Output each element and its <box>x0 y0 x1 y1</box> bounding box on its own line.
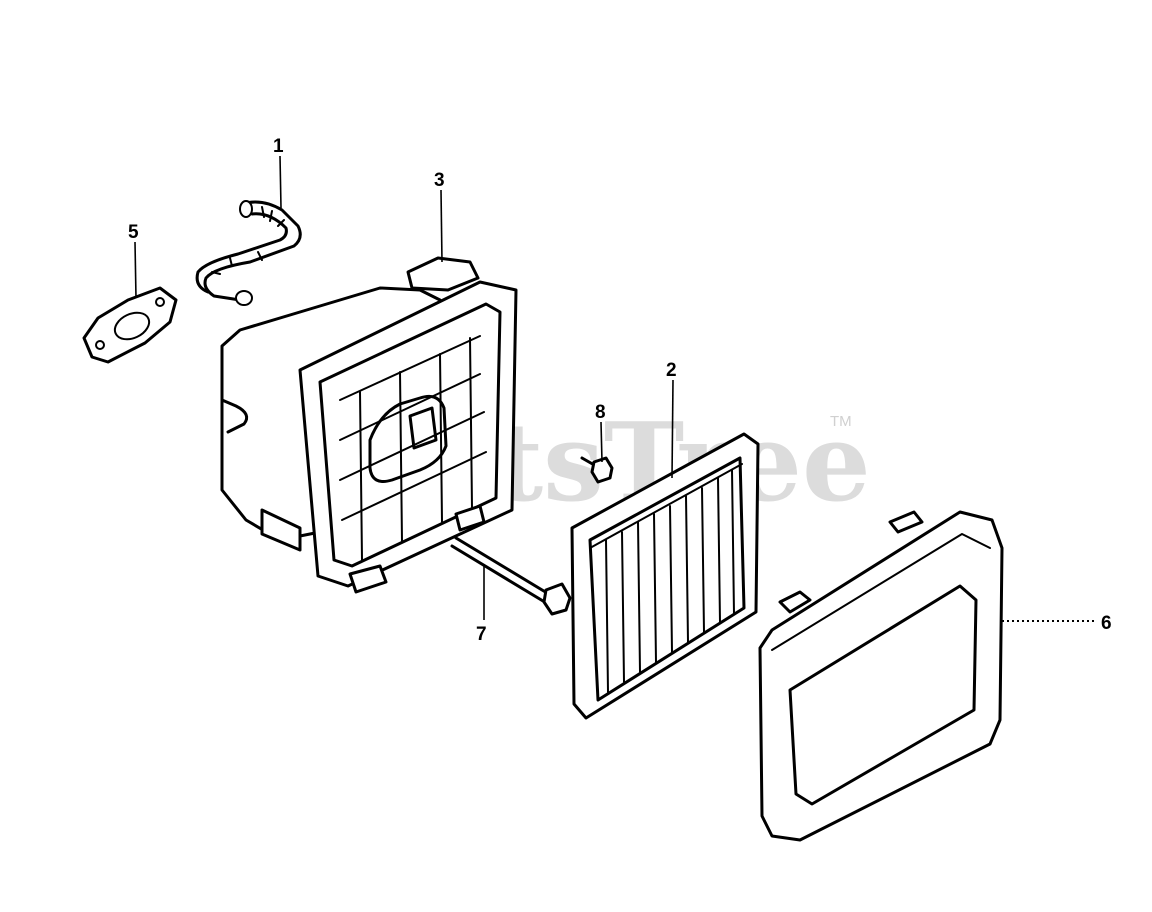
bolt-part-8 <box>580 456 614 484</box>
air-cleaner-case-part-3 <box>220 256 518 594</box>
long-bolt-part-7 <box>450 536 572 616</box>
callout-7: 7 <box>476 624 487 645</box>
callout-2: 2 <box>666 360 677 381</box>
leader-part-5 <box>134 241 137 299</box>
leader-lines <box>134 155 1097 622</box>
leader-part-1 <box>279 155 282 209</box>
callout-1: 1 <box>273 136 284 157</box>
gasket-part-5 <box>82 286 178 364</box>
leader-part-8 <box>600 421 603 463</box>
breather-tube-part-1 <box>195 200 302 306</box>
leader-part-2 <box>671 379 674 479</box>
callout-labels: 1 3 5 2 8 7 6 <box>128 136 1112 645</box>
callout-8: 8 <box>595 402 606 423</box>
watermark-trademark: TM <box>830 413 852 430</box>
cover-part-6 <box>758 510 1004 842</box>
callout-5: 5 <box>128 222 139 243</box>
leader-part-3 <box>440 189 443 263</box>
callout-6: 6 <box>1101 613 1112 634</box>
filter-element-part-2 <box>570 432 760 720</box>
callout-3: 3 <box>434 170 445 191</box>
